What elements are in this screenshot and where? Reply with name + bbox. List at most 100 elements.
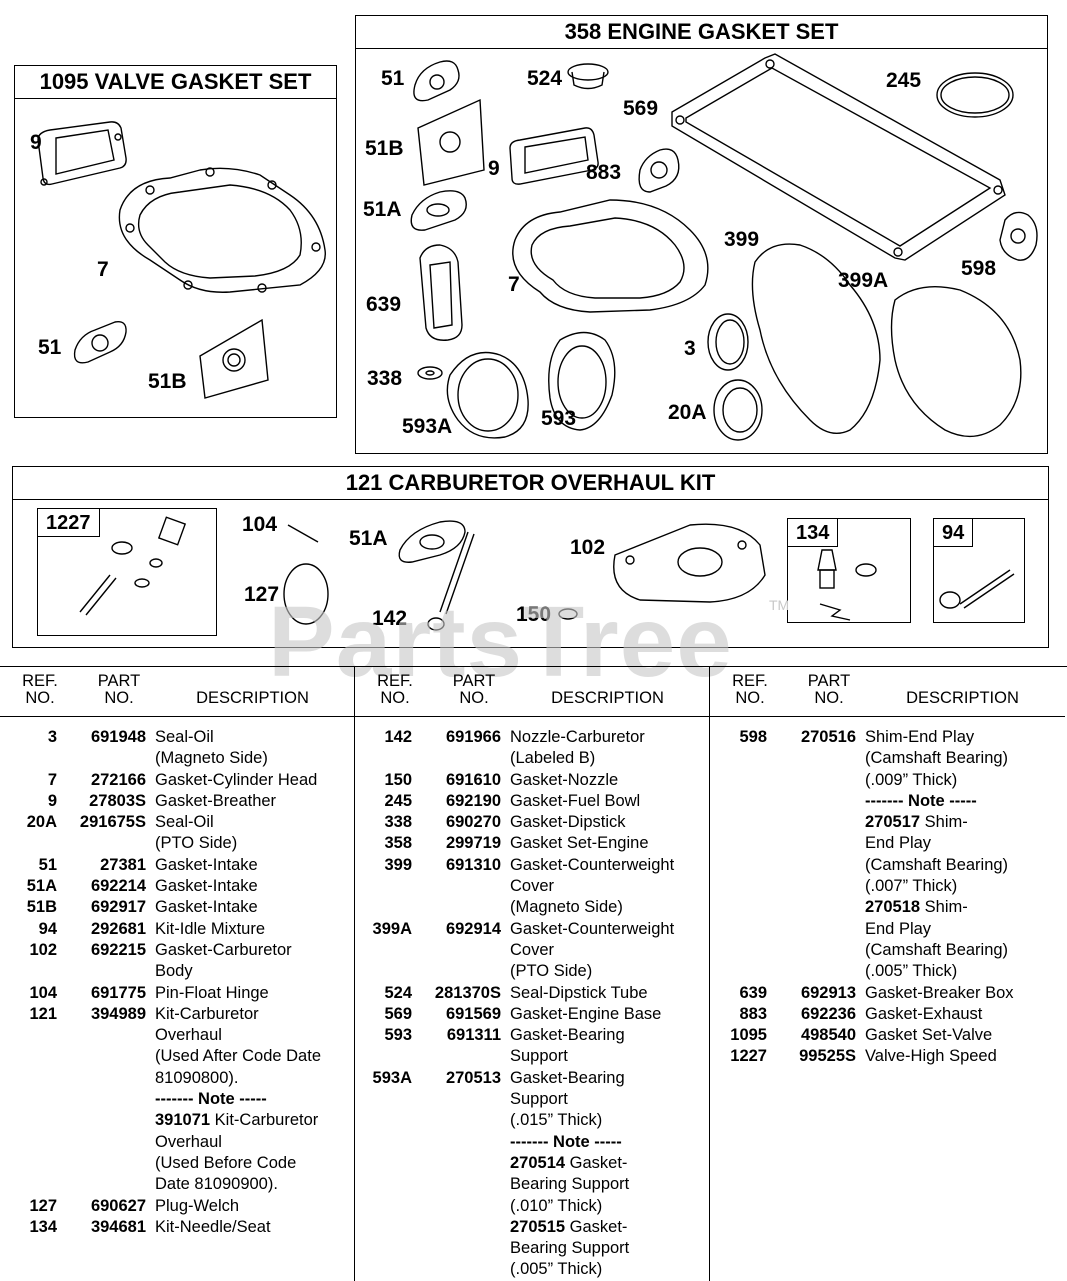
ref-number: 3	[47, 728, 57, 746]
ref-number	[355, 1217, 412, 1238]
ref-number: 883	[739, 1004, 767, 1023]
part-description: (PTO Side)	[155, 834, 238, 853]
part-description: Gasket-Dipstick	[510, 813, 626, 832]
part-number: 394989	[90, 1004, 146, 1023]
valve-breather-gasket-drawing	[37, 121, 127, 186]
ref-number	[0, 1153, 57, 1174]
bearing-support-gasket-593a-drawing	[446, 351, 529, 439]
part-number: 692913	[800, 983, 856, 1002]
part-number: 292681	[90, 919, 146, 938]
engine-base-gasket-drawing	[671, 53, 1006, 261]
part-number	[412, 1217, 501, 1238]
part-number	[412, 897, 501, 918]
table-row: 270515 Gasket-	[355, 1217, 709, 1238]
table-row: 391071 Kit-Carburetor	[0, 1110, 354, 1131]
part-number: 690627	[90, 1196, 146, 1215]
ref-number: 338	[384, 813, 412, 832]
part-description: (.015” Thick)	[510, 1111, 603, 1130]
ref-number	[710, 770, 767, 791]
engine-intake-gasket-51-drawing	[413, 60, 460, 102]
part-description: Valve-High Speed	[865, 1047, 997, 1066]
part-number	[57, 1110, 146, 1131]
alt-part-text: Gasket-	[565, 1217, 628, 1236]
subkit-1227-box: 1227	[37, 508, 217, 636]
ref-number: 51A	[26, 877, 57, 896]
part-number	[767, 855, 856, 876]
table-row: Cover	[355, 876, 709, 897]
ref-number: 51	[38, 855, 57, 874]
part-number	[767, 876, 856, 897]
part-number	[412, 1089, 501, 1110]
part-number	[412, 1259, 501, 1280]
part-description: 81090800).	[155, 1068, 239, 1087]
ref-number	[710, 833, 767, 854]
carburetor-kit-title: 121 CARBURETOR OVERHAUL KIT	[13, 467, 1048, 500]
callout-engine-51: 51	[381, 67, 405, 90]
ref-number: 104	[29, 983, 57, 1002]
part-description: (Camshaft Bearing)	[865, 749, 1009, 768]
table-row: (.010” Thick)	[355, 1196, 709, 1217]
part-number: 270516	[800, 728, 856, 746]
part-description: (.007” Thick)	[865, 877, 958, 896]
part-description: Gasket-Intake	[155, 877, 258, 896]
part-number	[57, 1068, 146, 1089]
part-number	[767, 812, 856, 833]
ref-number	[710, 748, 767, 769]
table-row: Cover	[355, 940, 709, 961]
header-ref: REF.NO.	[22, 672, 58, 707]
callout-engine-51b: 51B	[365, 137, 404, 160]
part-description: 391071 Kit-Carburetor	[146, 1110, 355, 1131]
part-description: Overhaul	[155, 1026, 222, 1045]
callout-engine-569: 569	[623, 97, 659, 120]
ref-number	[710, 791, 767, 812]
ref-number	[355, 1174, 412, 1195]
alt-part-text: Shim-	[920, 813, 968, 832]
callout-carb-150: 150	[516, 603, 552, 626]
part-number: 394681	[90, 1217, 146, 1236]
part-description: Gasket-Engine Base	[510, 1004, 662, 1023]
part-description: Overhaul	[155, 1132, 222, 1151]
table-row: (.005” Thick)	[710, 961, 1065, 982]
alt-part-number: 270515	[510, 1217, 566, 1236]
ref-number: 245	[384, 791, 412, 810]
table-row: 81090800).	[0, 1068, 354, 1089]
part-number	[767, 833, 856, 854]
table-row: (.007” Thick)	[710, 876, 1065, 897]
part-number	[412, 961, 501, 982]
counterweight-cover-gasket-399a-drawing	[890, 285, 1022, 438]
table-row: ------- Note -----	[355, 1132, 709, 1153]
alt-part-number: 270514	[510, 1153, 566, 1172]
table-row: Support	[355, 1046, 709, 1067]
part-description: (Magneto Side)	[155, 749, 268, 768]
ref-number: 639	[739, 983, 767, 1002]
table-row: (PTO Side)	[0, 833, 354, 854]
table-row: 270517 Shim-	[710, 812, 1065, 833]
ref-number: 1095	[730, 1026, 767, 1045]
ref-number: 358	[384, 834, 412, 853]
idle-mixture-drawing	[939, 569, 1015, 609]
part-description: Gasket-Breaker Box	[865, 983, 1014, 1002]
watermark-trademark: TM	[769, 597, 790, 613]
ref-number	[0, 1068, 57, 1089]
ref-number	[355, 1110, 412, 1131]
callout-engine-593a: 593A	[402, 415, 453, 438]
part-number: 270513	[445, 1068, 501, 1087]
table-row: Overhaul	[0, 1132, 354, 1153]
ref-number	[0, 961, 57, 982]
table-row: 270518 Shim-	[710, 897, 1065, 918]
part-description: Gasket-Carburetor	[155, 940, 292, 959]
callout-valve-51b: 51B	[148, 370, 187, 393]
table-row: (Camshaft Bearing)	[710, 940, 1065, 961]
